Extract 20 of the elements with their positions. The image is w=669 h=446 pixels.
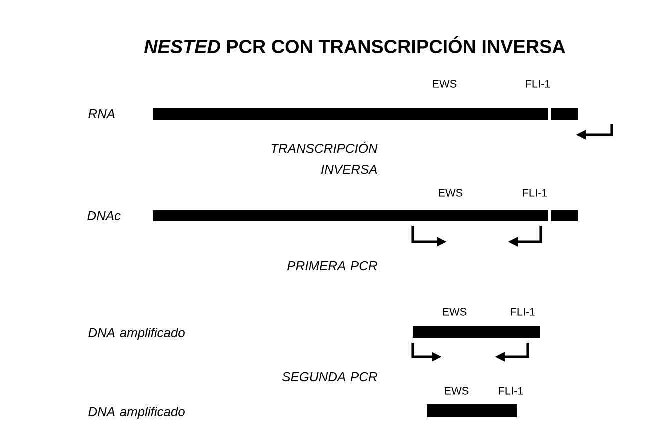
sequence-bar [153, 108, 578, 120]
gene-label: EWS [445, 387, 469, 395]
sequence-bar [413, 326, 540, 338]
gene-label: EWS [443, 308, 467, 316]
sequence-bar [427, 404, 517, 418]
gene-label: FLI-1 [499, 387, 524, 395]
sequence-name: DNA amplificado [88, 328, 185, 340]
sequence-name: DNAc [88, 211, 121, 220]
gene-label: EWS [439, 189, 463, 197]
sequence-bar [153, 210, 578, 222]
step-label: SEGUNDA PCR [282, 372, 378, 382]
gene-label: FLI-1 [511, 308, 536, 316]
sequence-name: RNA [88, 110, 115, 118]
title: NESTED PCR CON TRANSCRIPCIÓN INVERSA [144, 36, 566, 54]
step-label: TRANSCRIPCIÓN INVERSA [272, 142, 378, 174]
gene-label: FLI-1 [526, 80, 550, 88]
gene-label: FLI-1 [523, 189, 548, 197]
step-label: PRIMERA PCR [288, 261, 378, 271]
sequence-name: DNA amplificado [88, 406, 185, 420]
gene-label: EWS [433, 80, 457, 88]
